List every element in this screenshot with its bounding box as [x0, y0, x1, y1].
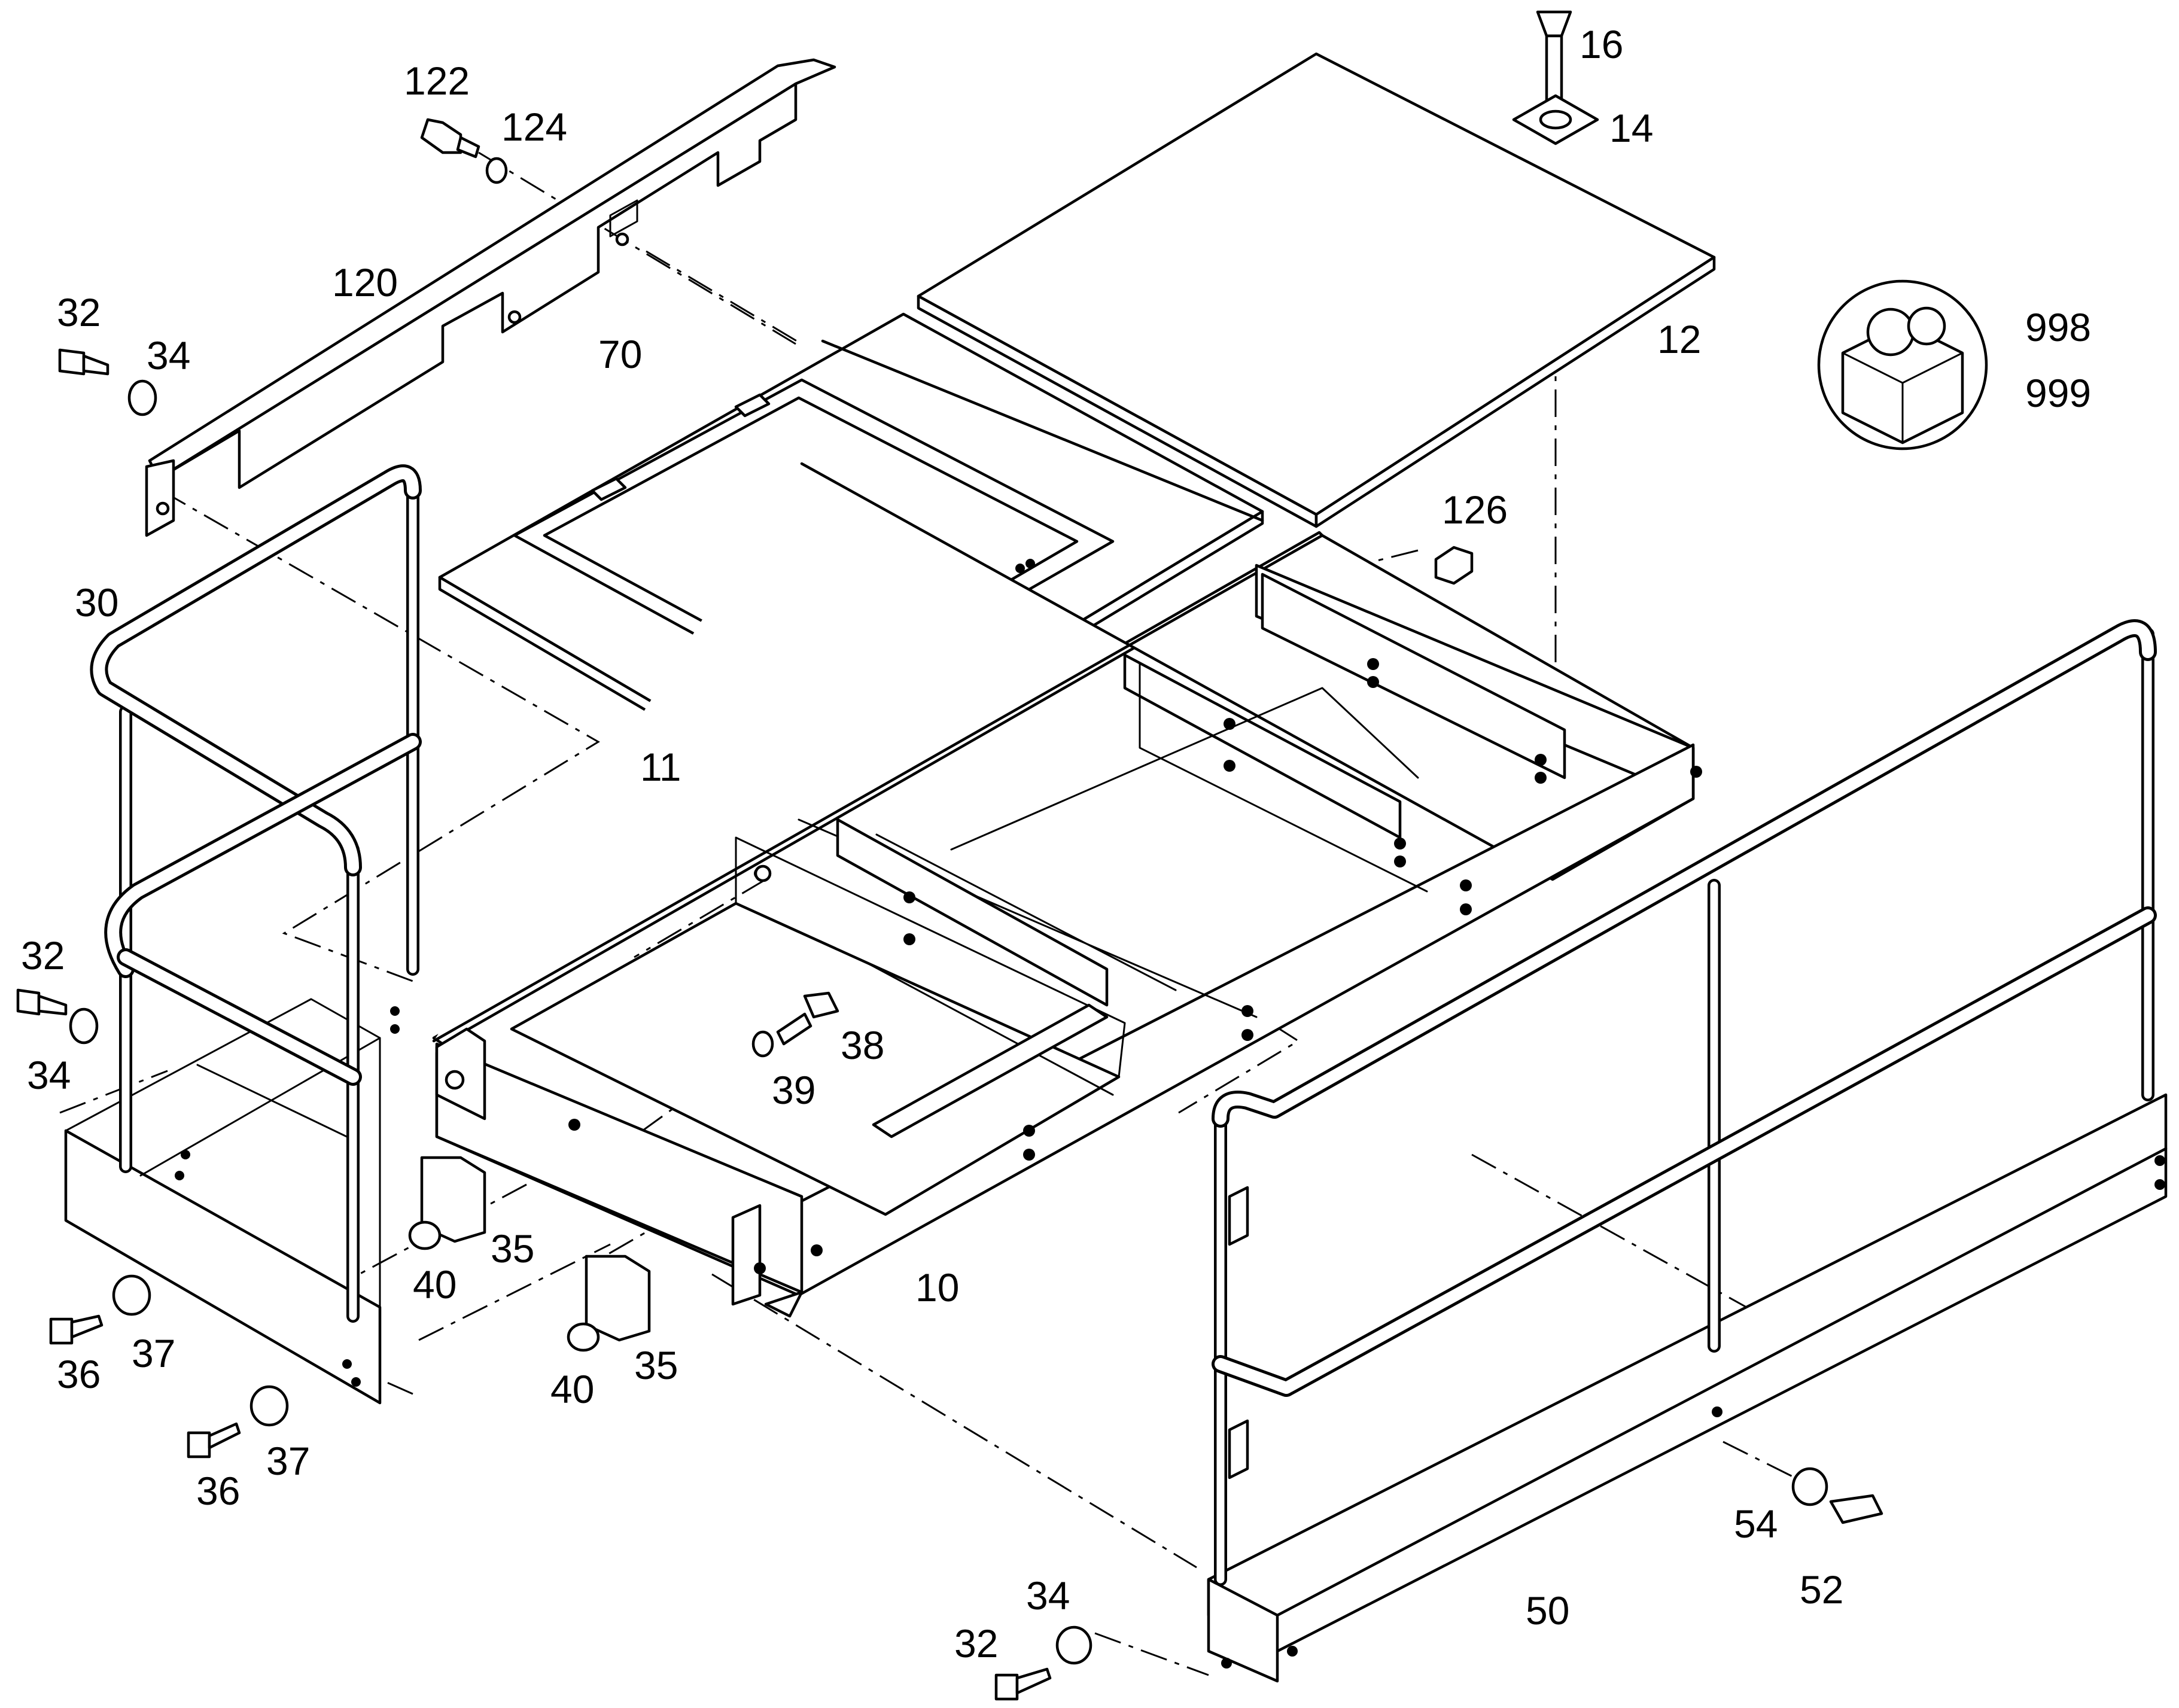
main-frame-10	[432, 462, 1702, 1318]
callout-12: 12	[1657, 317, 1701, 361]
callout-labels: 122 124 16 14 120 32 34 70 12 998 999 12…	[21, 22, 2091, 1666]
callout-36-left: 36	[57, 1352, 101, 1396]
callout-39: 39	[772, 1068, 815, 1112]
callout-120: 120	[332, 260, 398, 305]
callout-122: 122	[404, 59, 470, 103]
callout-52: 52	[1800, 1567, 1843, 1612]
callout-40-left: 40	[413, 1262, 457, 1307]
railing-right-50	[1207, 619, 2168, 1683]
callout-54: 54	[1734, 1502, 1778, 1546]
grating-panel-12	[917, 52, 1716, 528]
callout-999: 999	[2025, 371, 2091, 415]
callout-11: 11	[640, 745, 681, 789]
callout-32-top: 32	[57, 290, 101, 334]
angle-bracket-120	[145, 58, 836, 537]
callout-50: 50	[1526, 1588, 1569, 1633]
callout-10: 10	[915, 1265, 959, 1310]
callout-34-left: 34	[27, 1053, 71, 1097]
callout-35-left: 35	[491, 1226, 534, 1271]
callout-124: 124	[501, 105, 567, 149]
callout-40-right: 40	[550, 1367, 594, 1411]
callout-37-left: 37	[132, 1331, 175, 1375]
callout-70: 70	[598, 332, 642, 376]
callout-998: 998	[2025, 305, 2091, 349]
callout-35-right: 35	[634, 1343, 678, 1387]
callout-16: 16	[1580, 22, 1623, 66]
callout-34-bottom: 34	[1026, 1573, 1070, 1618]
callout-32-bottom: 32	[954, 1621, 998, 1666]
callout-38: 38	[841, 1023, 884, 1067]
callout-36-right: 36	[196, 1469, 240, 1513]
callout-37-right: 37	[266, 1439, 310, 1483]
parts-kit-box-icon	[1817, 279, 1988, 450]
callout-32-left: 32	[21, 933, 65, 978]
hardware	[16, 10, 1883, 1701]
callout-34-top: 34	[147, 333, 190, 377]
callout-126: 126	[1442, 488, 1508, 532]
callout-14: 14	[1609, 106, 1653, 150]
railing-left-30	[64, 464, 422, 1405]
callout-30: 30	[75, 580, 118, 625]
